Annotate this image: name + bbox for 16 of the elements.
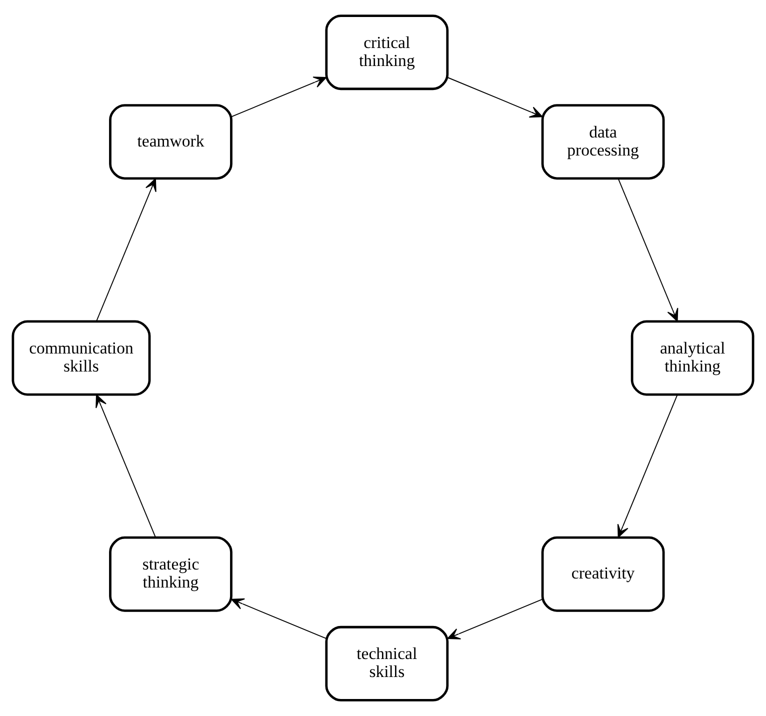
arrow — [96, 394, 156, 538]
arrow — [617, 394, 678, 538]
node-box: communication skills — [12, 320, 151, 396]
node-box: strategic thinking — [109, 536, 232, 612]
arrow — [231, 76, 327, 118]
node-box: creativity — [541, 536, 665, 612]
arrow — [447, 598, 543, 640]
node-box: data processing — [541, 104, 665, 180]
node-box: critical thinking — [325, 14, 449, 90]
arrow — [96, 178, 156, 322]
arrow — [618, 178, 678, 322]
arrow — [230, 598, 327, 639]
node-box: teamwork — [109, 104, 232, 180]
node-box: technical skills — [325, 626, 449, 702]
arrow — [447, 77, 543, 118]
node-box: analytical thinking — [630, 320, 754, 396]
